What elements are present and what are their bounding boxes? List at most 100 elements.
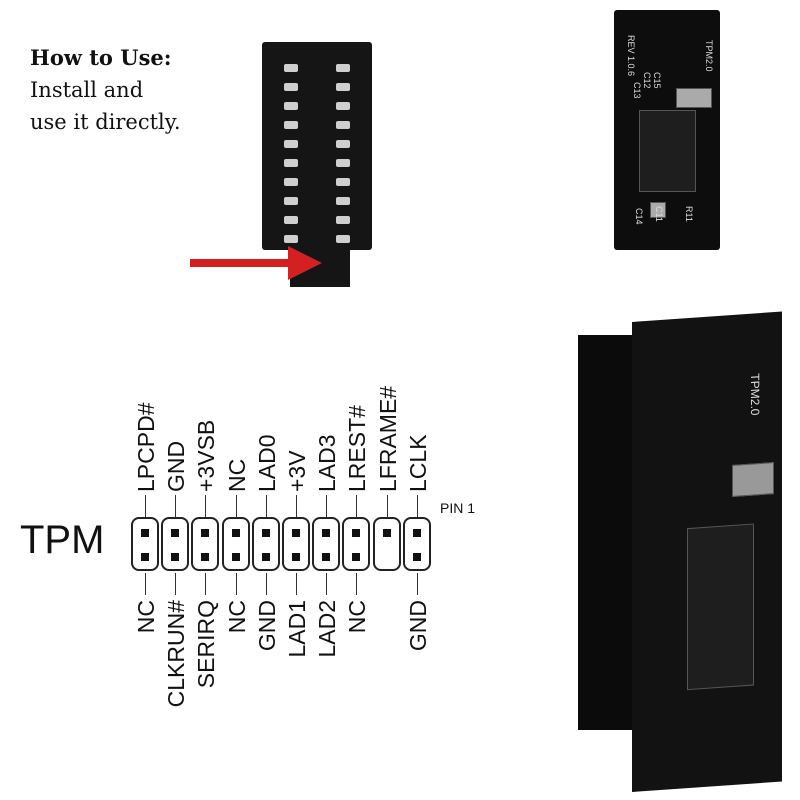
pin-pair [282,517,310,571]
pin-dot [292,553,300,561]
connector-pin [336,159,350,167]
pin-pair [372,517,401,571]
pin-pair [312,517,341,571]
component-label: C11 [654,206,664,222]
pin-label-bottom: NC [344,600,371,634]
pin-pair [161,517,190,571]
pin-pair [342,517,371,571]
component-label: R11 [684,206,694,222]
pin-dot [382,529,391,537]
connector-pin [284,216,298,224]
pin-lead [416,573,418,595]
connector-pin [284,102,298,110]
pin-dot [171,553,180,561]
pin-label-bottom: LAD1 [284,600,310,658]
red-arrow-shaft [190,259,290,267]
connector-pin [336,83,350,91]
pin-label-bottom: LAD2 [314,600,341,658]
pin-pair [251,517,280,571]
connector-pin [284,197,298,205]
connector-pin [284,64,298,72]
pin-label-bottom: CLKRUN# [163,600,190,708]
pin-lead [356,495,358,517]
tpm-chip [687,523,754,691]
pin-dot [322,553,331,561]
pin-dot [322,529,331,537]
connector-pin [284,83,298,91]
pin-pair [191,517,220,571]
pin-dot [201,553,210,561]
pin-lead [296,495,297,517]
pin-dot [352,553,361,561]
pin-lead [175,495,177,517]
component-label: C15 [652,72,662,89]
pin-pair [221,517,250,571]
connector-pin [284,140,298,148]
pin-label-bottom: GND [404,600,431,652]
pin1-label: PIN 1 [440,500,476,516]
pin-label-top: GND [163,440,190,492]
pcb-model-label: TPM2.0 [704,40,714,72]
pin-dot [231,553,240,561]
connector-pin [284,159,298,167]
connector-pin [336,121,350,129]
pin-lead [175,573,177,595]
pin-lead [296,573,297,595]
capacitors [676,88,712,108]
how-to-use-text: How to Use: Install and use it directly. [30,42,181,138]
pin-dot [352,529,361,537]
pin-lead [326,573,328,595]
pin-label-top: LREST# [344,405,371,492]
pin-label-top: +3VSB [193,419,220,492]
pin-label-bottom: GND [253,600,280,652]
pin-lead [356,573,358,595]
red-arrow-icon [288,246,322,280]
pin-dot [141,529,149,537]
tpm-pin-header [128,517,433,573]
connector-pin [284,121,298,129]
component-label: C13 [632,82,642,99]
pin-lead [326,495,328,517]
pin-dot [171,529,180,537]
connector-pin [284,178,298,186]
pin-label-top: LAD0 [253,434,280,492]
tpm-chip [639,110,696,192]
connector-pin [336,197,350,205]
pcb-model-label: TPM2.0 [748,372,762,416]
pin-lead [205,573,207,595]
pin-label-top: LPCPD# [133,402,159,492]
connector-pin [336,64,350,72]
connector-pin [336,178,350,186]
tpm-module-pcb-photo: TPM2.0 REV 1.0.6 C15 C12 C13 C11 R11 C14 [614,10,720,250]
capacitors [732,462,774,498]
pin-label-bottom: NC [133,600,159,634]
pin-lead [145,573,146,595]
pin-label-top: NC [223,458,250,492]
connector-pin [336,140,350,148]
pin-lead [235,495,237,517]
pcb-revision-label: REV 1.0.6 [626,35,636,77]
pin-label-top: LAD3 [314,434,341,492]
pin-lead [205,495,207,517]
pin-dot [412,529,421,537]
tpm-module-3d-photo: TPM2.0 [632,311,782,792]
tpm-header-label: TPM [20,518,105,562]
how-to-use-title: How to Use: [30,45,172,70]
connector-pin [284,235,298,243]
connector-pin [336,235,350,243]
pin-dot [201,529,210,537]
pin-lead [265,495,267,517]
pin-dot [261,553,270,561]
component-label: C14 [634,208,644,225]
capacitors [650,202,666,218]
pin-label-bottom: SERIRQ [193,600,220,689]
pin-label-bottom: NC [223,600,250,634]
pin-label-top: +3V [284,450,310,492]
pin-lead [386,495,388,517]
connector-pin [336,102,350,110]
pin-pair [131,517,159,571]
pin-label-top: LCLK [404,434,431,492]
pin-dot [231,529,240,537]
pin-label-top: LFRAME# [374,385,401,492]
pin-lead [265,573,267,595]
